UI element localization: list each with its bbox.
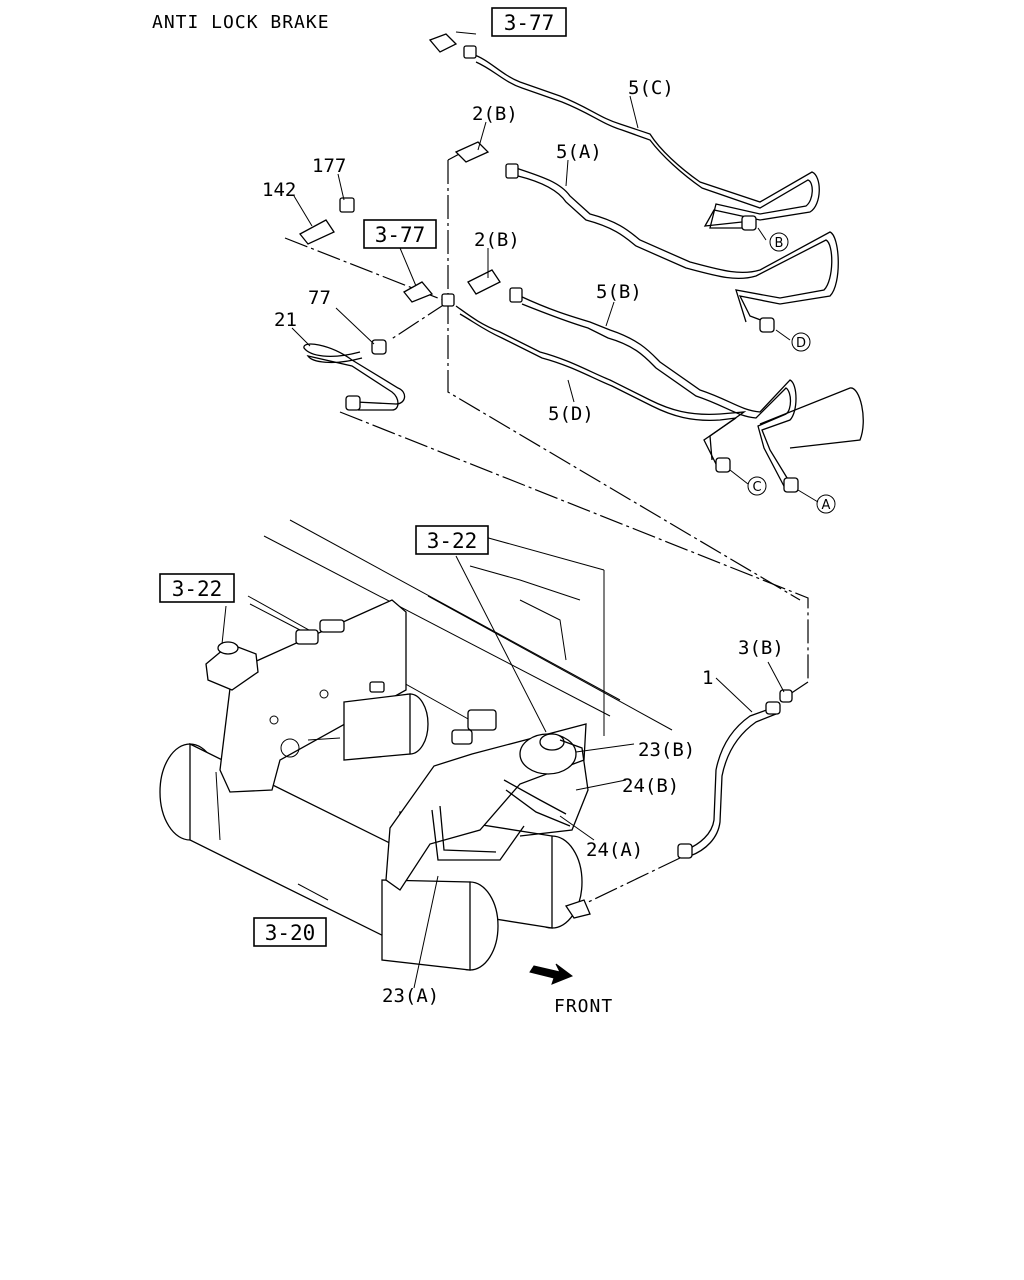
pipe-1 [685, 707, 773, 851]
ref-label: 3-20 [265, 921, 316, 945]
ref-box-3-22-center[interactable]: 3-22 [415, 525, 489, 555]
ref-box-3-22-left[interactable]: 3-22 [159, 573, 235, 603]
label-5a: 5(A) [556, 141, 602, 163]
label-24a: 24(A) [586, 839, 643, 861]
label-23a: 23(A) [382, 985, 439, 1007]
pipe-5c [471, 53, 820, 227]
ref-box-3-77-middle[interactable]: 3-77 [363, 219, 437, 249]
label-2b-top: 2(B) [472, 103, 518, 125]
pipe-21 [303, 343, 406, 405]
fitting-3-77-middle [403, 281, 455, 307]
upper-pipe-assembly [284, 31, 864, 695]
label-21: 21 [274, 309, 297, 331]
svg-text:D: D [796, 336, 806, 351]
ref-label: 3-77 [375, 223, 426, 247]
lower-tank-assembly [159, 519, 793, 989]
label-5d: 5(D) [548, 403, 594, 425]
front-label: FRONT [554, 996, 613, 1017]
label-3b: 3(B) [738, 637, 784, 659]
connector-2b-top [454, 141, 519, 179]
bracket-left [219, 599, 407, 793]
circled-letter-c: C [747, 476, 767, 496]
ref-label: 3-22 [427, 529, 478, 553]
svg-text:A: A [822, 498, 831, 513]
pipe-5d [455, 305, 747, 461]
label-142: 142 [262, 179, 296, 201]
ref-box-3-20[interactable]: 3-20 [253, 917, 327, 947]
label-5c: 5(C) [628, 77, 674, 99]
label-1: 1 [702, 667, 713, 689]
ref-box-3-77-top[interactable]: 3-77 [491, 7, 567, 37]
valve-142-177 [299, 197, 355, 245]
circled-letter-a: A [816, 494, 836, 514]
front-arrow-icon [529, 963, 574, 985]
label-5b: 5(B) [596, 281, 642, 303]
label-2b-middle: 2(B) [474, 229, 520, 251]
ref-label: 3-77 [504, 11, 555, 35]
label-77: 77 [308, 287, 331, 309]
pipe-5b [519, 295, 797, 487]
circled-letter-d: D [791, 332, 811, 352]
label-23b: 23(B) [638, 739, 695, 761]
fitting-top-3-77 [428, 33, 477, 59]
pipe-5a [515, 167, 839, 323]
nut-77 [371, 339, 387, 355]
circled-letter-b: B [769, 232, 789, 252]
label-24b: 24(B) [622, 775, 679, 797]
svg-text:B: B [775, 236, 784, 251]
label-177: 177 [312, 155, 346, 177]
diagram-title: ANTI LOCK BRAKE [152, 12, 330, 33]
svg-text:C: C [752, 480, 761, 495]
ref-label: 3-22 [172, 577, 223, 601]
connector-2b-middle [467, 269, 523, 303]
